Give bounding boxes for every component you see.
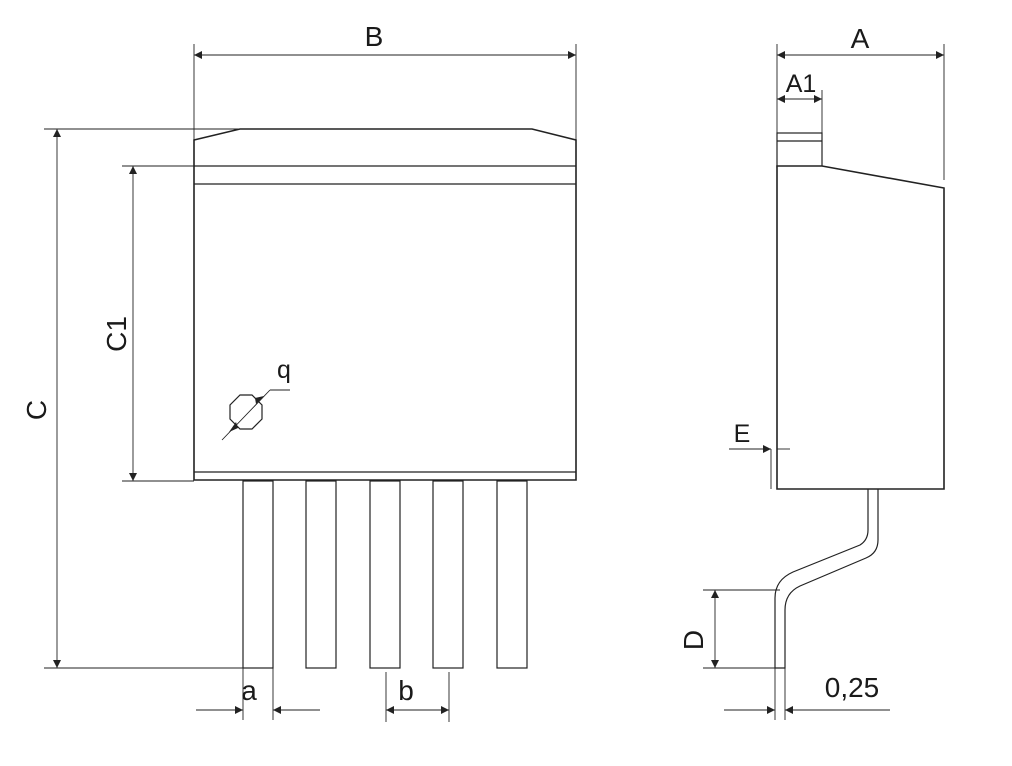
lead-1 (242, 480, 274, 669)
dim-E-label: E (734, 420, 751, 448)
dim-lead-thickness-label: 0,25 (825, 672, 880, 703)
dim-A1: A1 (777, 70, 823, 133)
front-view: B C C1 q (21, 21, 577, 722)
package-body (193, 128, 577, 481)
dim-B: B (193, 21, 577, 140)
marking-q: q (221, 356, 291, 441)
lead-2 (305, 480, 337, 669)
side-view: A A1 E D 0,25 (678, 23, 945, 720)
dim-b: b (385, 672, 450, 722)
side-tab (776, 132, 823, 168)
dim-B-label: B (365, 21, 384, 52)
dim-E: E (729, 420, 790, 489)
dim-D: D (678, 589, 780, 669)
dim-a: a (196, 668, 320, 720)
dim-a-label: a (241, 675, 257, 706)
dim-C: C (21, 128, 243, 669)
leads (242, 480, 528, 669)
marking-q-label: q (277, 356, 291, 384)
dim-A-label: A (851, 23, 870, 54)
side-lead (774, 489, 879, 669)
lead-5 (496, 480, 528, 669)
dim-A1-label: A1 (786, 70, 817, 98)
dim-b-label: b (398, 675, 414, 706)
dim-C1: C1 (101, 165, 194, 482)
dim-lead-thickness: 0,25 (724, 668, 890, 720)
side-body (776, 165, 945, 490)
dim-A: A (776, 23, 945, 180)
dim-C-label: C (21, 400, 52, 420)
lead-4 (432, 480, 464, 669)
lead-3 (369, 480, 401, 669)
dim-D-label: D (678, 630, 709, 650)
dim-C1-label: C1 (101, 316, 132, 352)
